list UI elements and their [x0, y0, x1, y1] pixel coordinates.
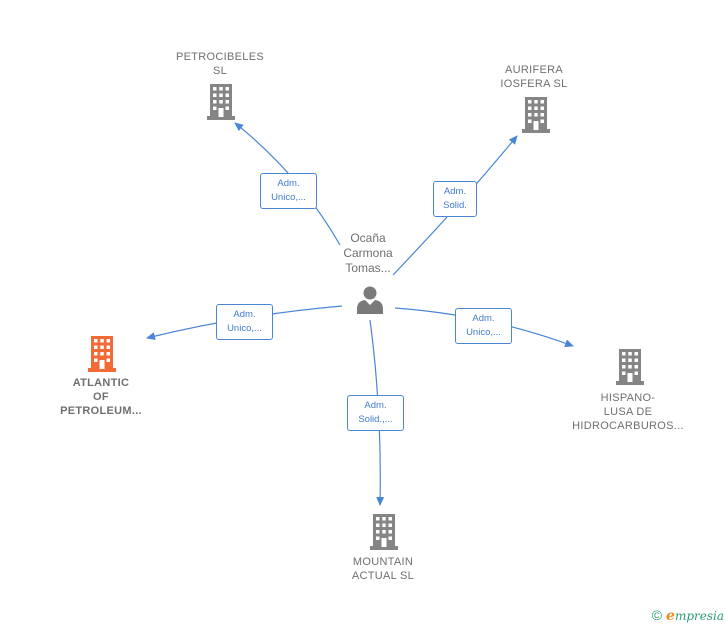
- node-label-line: ACTUAL SL: [351, 570, 415, 582]
- node-label-aurifera[interactable]: AURIFERA IOSFERA SL: [484, 63, 584, 91]
- edge-label-aurifera[interactable]: Adm. Solid.: [433, 181, 477, 217]
- edge-label-line: Solid.: [443, 200, 467, 211]
- node-label-line: HIDROCARBUROS...: [572, 420, 684, 432]
- edge-label-line: Unico,...: [227, 323, 262, 334]
- node-label-atlantic[interactable]: ATLANTIC OF PETROLEUM...: [50, 376, 152, 418]
- node-label-line: IOSFERA SL: [500, 78, 568, 90]
- edge-label-hispano[interactable]: Adm. Unico,...: [455, 308, 512, 344]
- edge-label-line: Adm.: [472, 313, 495, 324]
- edge-label-mountain[interactable]: Adm. Solid.,...: [347, 395, 404, 431]
- node-label-line: OF: [93, 391, 109, 403]
- node-label-line: LUSA DE: [603, 406, 653, 418]
- node-label-petrocibeles[interactable]: PETROCIBELES SL: [170, 50, 270, 78]
- edge-label-atlantic[interactable]: Adm. Unico,...: [216, 304, 273, 340]
- node-label-hispano[interactable]: HISPANO- LUSA DE HIDROCARBUROS...: [566, 391, 690, 433]
- node-label-line: MOUNTAIN: [352, 556, 414, 568]
- edge-label-line: Solid.,...: [358, 414, 393, 425]
- center-label-line: Ocaña: [350, 231, 386, 245]
- node-label-line: PETROCIBELES: [176, 51, 264, 63]
- node-label-line: HISPANO-: [600, 392, 656, 404]
- edge-label-line: Adm.: [364, 400, 387, 411]
- edge-label-line: Unico,...: [466, 327, 501, 338]
- edge-label-line: Adm.: [233, 309, 256, 320]
- edge-label-line: Adm.: [443, 186, 467, 197]
- edge-label-line: Unico,...: [271, 192, 306, 203]
- building-icon[interactable]: [616, 349, 644, 385]
- building-icon[interactable]: [207, 84, 235, 120]
- node-label-line: AURIFERA: [504, 64, 564, 76]
- brand-name: mpresia: [674, 609, 724, 623]
- copyright-symbol: ©: [651, 607, 663, 623]
- building-icon[interactable]: [370, 514, 398, 550]
- node-label-mountain[interactable]: MOUNTAIN ACTUAL SL: [333, 555, 433, 583]
- building-icon[interactable]: [522, 97, 550, 133]
- center-label-line: Carmona: [343, 246, 393, 260]
- brand-initial: e: [666, 608, 675, 624]
- person-icon[interactable]: [355, 284, 385, 314]
- center-person-label[interactable]: Ocaña Carmona Tomas...: [322, 231, 414, 276]
- empresia-watermark: ©empresia: [652, 607, 724, 624]
- node-label-line: PETROLEUM...: [60, 405, 142, 417]
- edge-label-line: Adm.: [277, 178, 300, 189]
- node-label-line: SL: [212, 65, 228, 77]
- edge-label-petrocibeles[interactable]: Adm. Unico,...: [260, 173, 317, 209]
- building-icon[interactable]: [88, 336, 116, 372]
- center-label-line: Tomas...: [345, 261, 391, 275]
- node-label-line: ATLANTIC: [72, 377, 130, 389]
